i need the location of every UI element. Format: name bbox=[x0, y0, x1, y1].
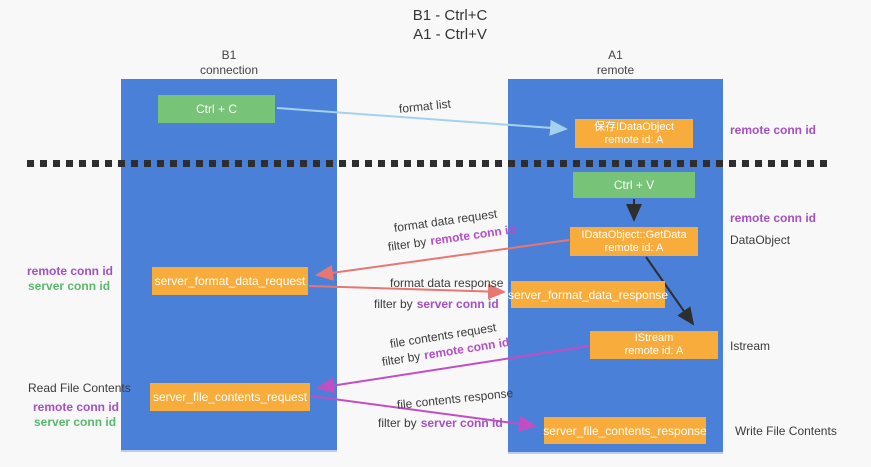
save-idataobject-line2: remote id: A bbox=[604, 133, 664, 146]
left-server-conn-id-1: server conn id bbox=[28, 279, 111, 293]
read-file-contents-annotation: Read File Contents bbox=[28, 381, 131, 395]
istream-line1: IStream bbox=[634, 332, 674, 344]
server-conn-id-text: server conn id bbox=[416, 297, 499, 311]
getdata-line1: IDataObject::GetData bbox=[581, 228, 687, 241]
right-remote-conn-id-1: remote conn id bbox=[730, 123, 817, 137]
left-column-role: connection bbox=[199, 63, 259, 77]
right-column-header: A1 remote bbox=[508, 48, 723, 78]
ctrl-v-label: Ctrl + V bbox=[613, 178, 655, 192]
right-remote-conn-id-2: remote conn id bbox=[730, 211, 817, 225]
flow-label-format-data-response: format data response bbox=[390, 276, 504, 290]
right-column-name: A1 bbox=[608, 48, 623, 62]
save-idataobject-box: 保存IDataObject remote id: A bbox=[575, 119, 693, 148]
idataobject-getdata-box: IDataObject::GetData remote id: A bbox=[570, 227, 698, 256]
diagram-title: B1 - Ctrl+C A1 - Ctrl+V bbox=[330, 6, 570, 44]
server-format-data-request-label: server_format_data_request bbox=[154, 274, 306, 288]
write-file-contents-annotation: Write File Contents bbox=[735, 424, 837, 438]
getdata-line2: remote id: A bbox=[604, 241, 664, 254]
ctrl-v-box: Ctrl + V bbox=[573, 172, 695, 198]
phase-divider-dashed-line bbox=[27, 160, 833, 167]
filter-by-text: filter by bbox=[380, 349, 422, 369]
left-remote-conn-id-1: remote conn id bbox=[27, 264, 114, 278]
server-file-contents-response-label: server_file_contents_response bbox=[543, 423, 707, 438]
server-file-contents-response-box: server_file_contents_response bbox=[543, 417, 707, 444]
server-format-data-response-box: server_format_data_response bbox=[507, 281, 669, 308]
server-conn-id-text: server conn id bbox=[420, 416, 503, 430]
left-server-conn-id-2: server conn id bbox=[34, 415, 117, 429]
flow-label-format-list: format list bbox=[398, 96, 452, 116]
istream-line2: remote id: A bbox=[624, 345, 684, 357]
dataobject-annotation: DataObject bbox=[730, 233, 791, 247]
server-file-contents-request-label: server_file_contents_request bbox=[152, 390, 308, 404]
left-remote-conn-id-2: remote conn id bbox=[33, 400, 120, 414]
save-idataobject-line1: 保存IDataObject bbox=[593, 120, 675, 133]
title-line-2: A1 - Ctrl+V bbox=[413, 26, 487, 43]
flow-label-file-contents-response: file contents response bbox=[396, 385, 514, 412]
title-line-1: B1 - Ctrl+C bbox=[412, 7, 488, 24]
ctrl-c-box: Ctrl + C bbox=[158, 95, 275, 123]
filter-by-text: filter by bbox=[387, 234, 428, 254]
left-column-name: B1 bbox=[221, 48, 237, 62]
server-file-contents-request-box: server_file_contents_request bbox=[150, 383, 310, 411]
server-format-data-response-label: server_format_data_response bbox=[507, 287, 669, 302]
ctrl-c-label: Ctrl + C bbox=[195, 102, 237, 116]
filter-by-text: filter by bbox=[374, 297, 413, 311]
right-column-role: remote bbox=[596, 63, 635, 77]
istream-box: IStream remote id: A bbox=[590, 331, 718, 359]
filter-by-text: filter by bbox=[378, 416, 417, 430]
left-column-header: B1 connection bbox=[121, 48, 337, 78]
server-format-data-request-box: server_format_data_request bbox=[152, 267, 308, 295]
istream-annotation: Istream bbox=[730, 339, 771, 353]
